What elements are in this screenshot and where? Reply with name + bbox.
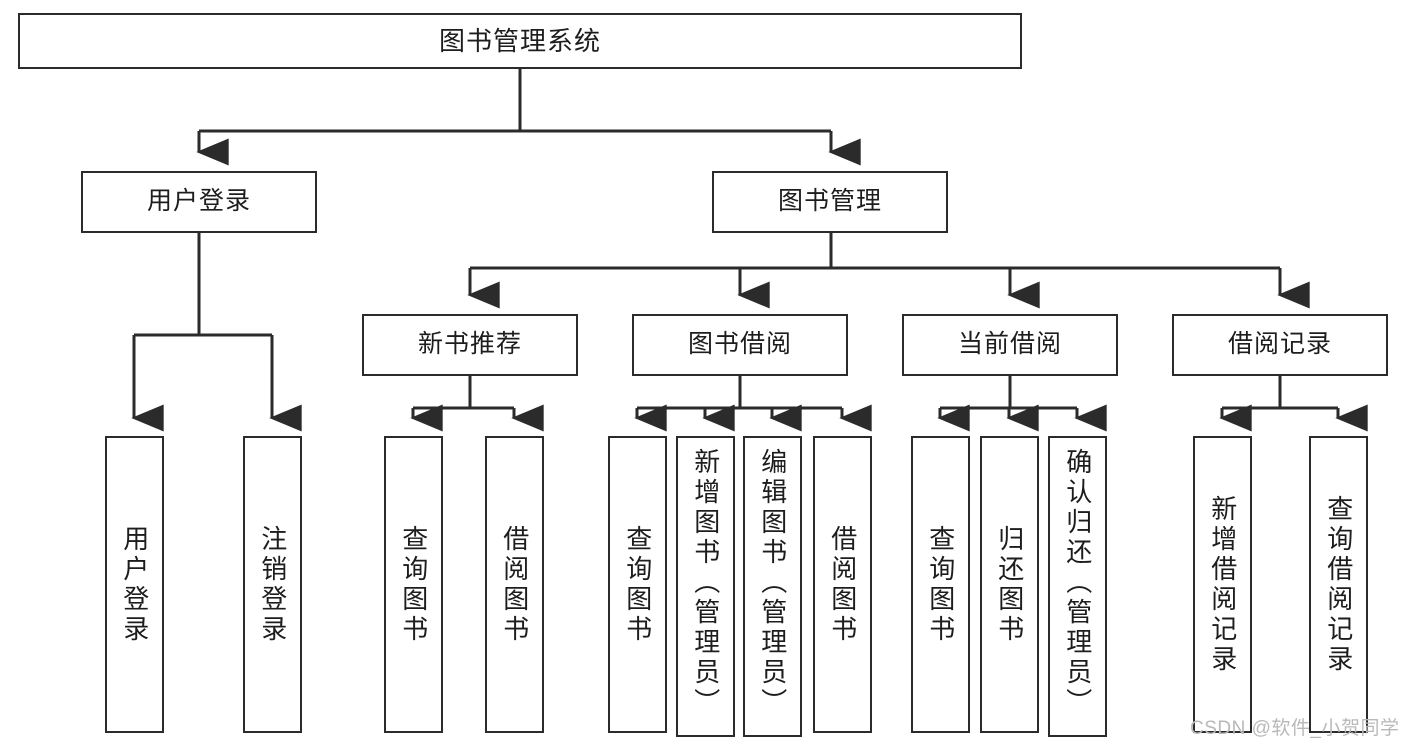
leaf-current-borrow-confirm[interactable]: 确认归还（管理员） bbox=[1048, 436, 1107, 737]
leaf-borrow-record-add[interactable]: 新增借阅记录 bbox=[1193, 436, 1252, 733]
leaf-new-book-query[interactable]: 查询图书 bbox=[384, 436, 443, 733]
leaf-borrow-record-query[interactable]: 查询借阅记录 bbox=[1309, 436, 1368, 733]
node-book-borrow[interactable]: 图书借阅 bbox=[632, 314, 848, 376]
leaf-current-borrow-return[interactable]: 归还图书 bbox=[980, 436, 1039, 733]
csdn-watermark: CSDN @软件_小贺同学 bbox=[1190, 718, 1400, 739]
leaf-book-borrow-lend[interactable]: 借阅图书 bbox=[813, 436, 872, 733]
leaf-book-borrow-edit[interactable]: 编辑图书（管理员） bbox=[743, 436, 802, 737]
leaf-user-login-signin[interactable]: 用户登录 bbox=[105, 436, 164, 733]
leaf-new-book-borrow[interactable]: 借阅图书 bbox=[485, 436, 544, 733]
node-current-borrow[interactable]: 当前借阅 bbox=[902, 314, 1118, 376]
node-borrow-record[interactable]: 借阅记录 bbox=[1172, 314, 1388, 376]
leaf-book-borrow-query[interactable]: 查询图书 bbox=[608, 436, 667, 733]
leaf-current-borrow-query[interactable]: 查询图书 bbox=[911, 436, 970, 733]
node-new-book-recommend[interactable]: 新书推荐 bbox=[362, 314, 578, 376]
leaf-book-borrow-add[interactable]: 新增图书（管理员） bbox=[676, 436, 735, 737]
leaf-user-login-signout[interactable]: 注销登录 bbox=[243, 436, 302, 733]
node-book-management[interactable]: 图书管理 bbox=[712, 171, 948, 233]
node-user-login[interactable]: 用户登录 bbox=[81, 171, 317, 233]
node-root-system[interactable]: 图书管理系统 bbox=[18, 13, 1022, 69]
